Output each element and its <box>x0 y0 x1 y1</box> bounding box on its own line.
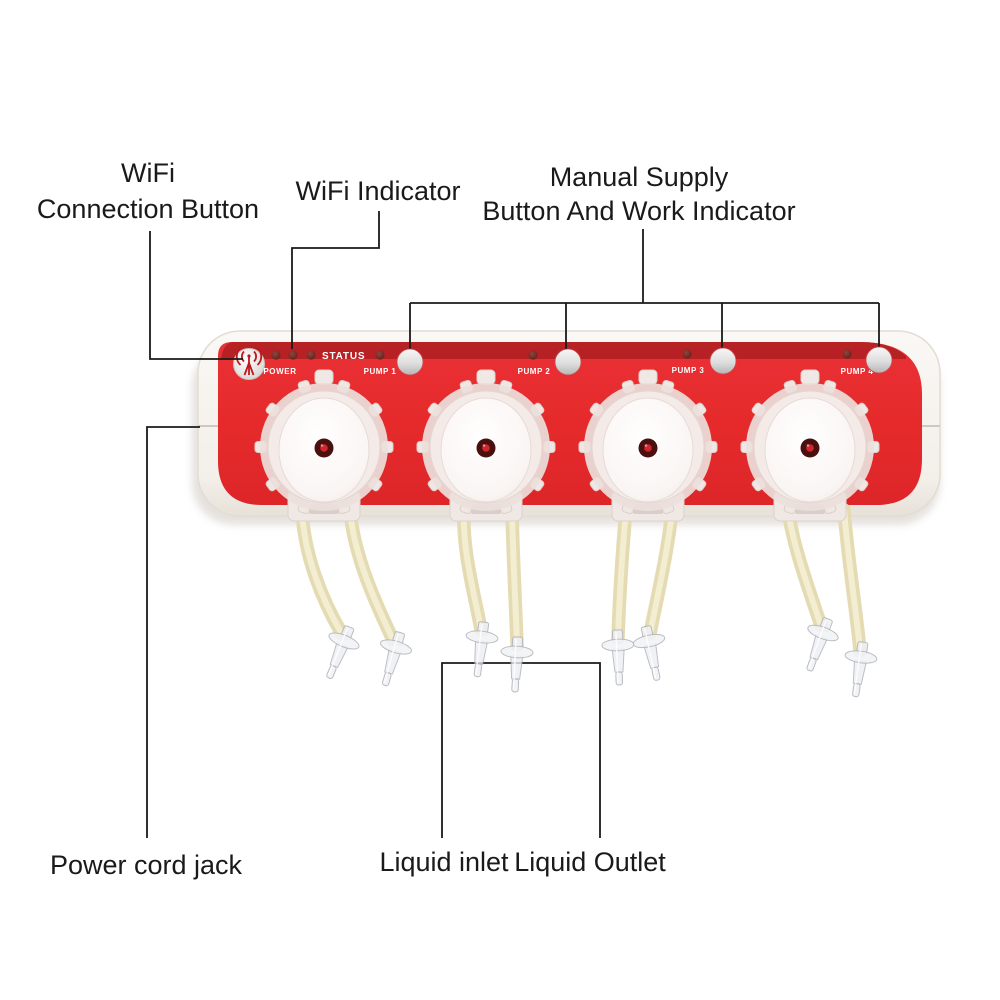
leader-manual-supply <box>409 229 880 355</box>
callout-line: Manual Supply <box>549 162 729 192</box>
status-led <box>306 350 316 360</box>
wifi-antenna-icon <box>235 347 263 376</box>
leader-wifi-indicator <box>291 211 380 349</box>
wifi-connection-button <box>233 347 265 380</box>
pump-1-work-led <box>375 350 385 360</box>
power-led <box>271 350 281 360</box>
callout-line: Connection Button <box>36 194 260 224</box>
callout-line: Power cord jack <box>49 850 243 880</box>
pump-4-work-led <box>842 349 852 359</box>
callout-wifi-connection-button: WiFi Connection Button <box>37 155 259 227</box>
tube-pump1-left <box>295 503 349 641</box>
leader-wifi-connection-button <box>149 231 243 360</box>
pump-3-manual-button <box>709 347 737 375</box>
callout-liquid-outlet: Liquid Outlet <box>514 844 666 880</box>
callout-line: Liquid inlet <box>379 847 509 877</box>
callout-line: WiFi Indicator <box>295 176 461 206</box>
wifi-indicator-led <box>288 350 298 360</box>
callout-manual-supply: Manual Supply Button And Work Indicator <box>482 160 795 228</box>
callout-liquid-inlet: Liquid inlet <box>379 844 508 880</box>
liquid-fitting <box>498 635 535 694</box>
pump-2-label: PUMP 2 <box>518 367 551 376</box>
dosing-tubes <box>295 503 880 700</box>
pump-3-work-led <box>682 349 692 359</box>
leader-power-cord-jack <box>146 426 200 838</box>
pump-2-work-led <box>528 350 538 360</box>
liquid-fitting <box>629 622 674 685</box>
pump-1-manual-button <box>396 348 424 376</box>
liquid-fitting <box>460 619 501 680</box>
liquid-fitting <box>838 639 880 700</box>
pump-4-label: PUMP 4 <box>841 367 874 376</box>
power-label: POWER <box>263 367 296 376</box>
callout-line: Liquid Outlet <box>514 847 666 877</box>
pump-4-manual-button <box>865 346 893 374</box>
leader-lines <box>146 211 880 838</box>
callout-wifi-indicator: WiFi Indicator <box>295 173 460 209</box>
callout-line: WiFi <box>121 158 175 188</box>
pump-controls: PUMP 1 PUMP 2 PUMP 3 PUMP 4 <box>364 349 874 376</box>
leader-liquid-inlet-outlet <box>441 662 601 838</box>
callout-power-cord-jack: Power cord jack <box>50 847 242 883</box>
status-label: STATUS <box>322 351 365 362</box>
pump-2-manual-button <box>554 348 582 376</box>
pump-1-label: PUMP 1 <box>364 367 397 376</box>
callout-line: Button And Work Indicator <box>482 196 796 226</box>
pump-3-label: PUMP 3 <box>672 366 705 375</box>
liquid-fitting <box>600 628 637 687</box>
